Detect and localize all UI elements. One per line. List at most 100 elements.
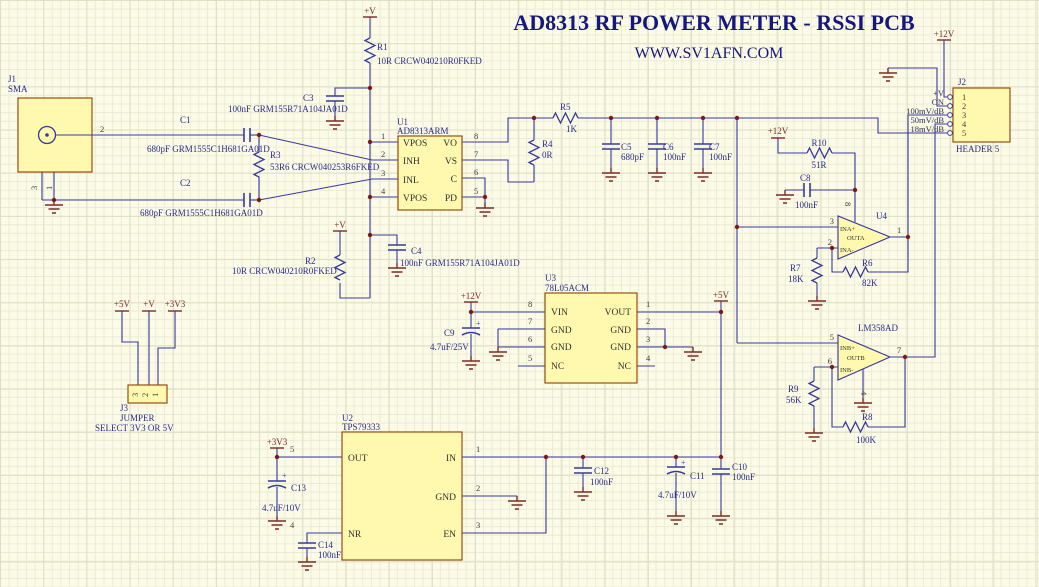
j1-pin1-num: 1 [44, 186, 54, 190]
net-50mv: 50mV/dB [910, 115, 944, 125]
u1-pn-c: C [451, 175, 457, 185]
u2-pn-nr: NR [348, 530, 362, 540]
resistor-r3 [253, 151, 265, 178]
u1-ref: U1 [397, 117, 408, 127]
j2-header-body [952, 87, 1011, 143]
u3-num-7: 7 [528, 316, 532, 326]
r6-ref: R6 [862, 258, 873, 268]
u3-body [544, 292, 638, 384]
c9-ref: C9 [444, 328, 455, 338]
j2-num-1: 1 [962, 92, 966, 102]
junction-dots [51, 85, 911, 460]
u1-num-7: 7 [474, 149, 478, 159]
resistor-r7 [811, 257, 823, 284]
gnd-c14 [297, 556, 317, 571]
u2-pn-gnd: GND [435, 493, 456, 503]
u4-num-2: 2 [828, 237, 832, 247]
c3-val: 100nF GRM155R71A104JA01D [228, 104, 348, 114]
u2-pn-in: IN [446, 454, 456, 464]
u1-num-6: 6 [474, 167, 478, 177]
u1-num-4: 4 [381, 186, 386, 196]
u4-outa: OUTA [847, 235, 865, 242]
u4-ref: U4 [876, 211, 887, 221]
lm358-part: LM358AD [858, 323, 898, 333]
pwr-5v-j3: +5V [114, 299, 131, 309]
u3-num-8: 8 [528, 299, 532, 309]
net-18mv: 18mV/dB [910, 124, 944, 134]
gnd-u2 [507, 495, 527, 510]
j2-ref: J2 [958, 77, 966, 87]
r8-val: 100K [856, 435, 877, 445]
c2-val: 680pF GRM1555C1H681GA01D [140, 208, 263, 218]
r5-ref: R5 [560, 102, 571, 112]
r2-val: 10R CRCW040210R0FKED [232, 266, 337, 276]
pwr-12v-j2: +12V [934, 29, 955, 39]
j3-num-1: 1 [150, 393, 160, 397]
j1-pin2-num: 2 [100, 124, 104, 134]
r3-val: 53R6 CRCW040253R6FKED [270, 162, 380, 172]
u4b-outb: OUTB [847, 355, 865, 362]
j2-pin4-circle [947, 121, 953, 127]
c10-val: 100nF [732, 472, 755, 482]
j1-ref: J1 [8, 74, 16, 84]
j2-pin3-circle [947, 112, 953, 118]
j3-ref: J3 [120, 403, 129, 413]
c12-ref: C12 [594, 466, 609, 476]
gnd-c3 [325, 115, 345, 130]
u4b-inb-n: INB- [840, 367, 853, 374]
page-subtitle: WWW.SV1AFN.COM [635, 45, 784, 62]
u4-num-1: 1 [897, 225, 901, 235]
net-100mv: 100mV/dB [906, 106, 944, 116]
c6-ref: C6 [663, 142, 674, 152]
pwr-12v-u3: +12V [461, 291, 482, 301]
u1-num-8: 8 [474, 131, 478, 141]
c13-val: 4.7uF/10V [262, 503, 301, 513]
pwr-v-r2: +V [334, 220, 346, 230]
u2-pn-out: OUT [348, 454, 368, 464]
c11-val: 4.7uF/10V [658, 490, 697, 500]
u4b-num-7: 7 [897, 345, 901, 355]
r3-ref: R3 [270, 150, 281, 160]
u2-num-2: 2 [476, 483, 480, 493]
capacitor-c14 [297, 542, 317, 549]
resistor-r8 [842, 421, 869, 433]
u1-pn-vpos2: VPOS [403, 194, 427, 204]
u1-part: AD8313ARM [397, 126, 449, 136]
j1-type: SMA [8, 84, 28, 94]
u3-pn-gnd7: GND [551, 326, 572, 336]
net-pv: +V [933, 88, 945, 98]
u3-num-2: 2 [646, 316, 650, 326]
gnd-c5 [601, 167, 621, 182]
gnd-c7 [693, 167, 713, 182]
j2-num-2: 2 [962, 101, 966, 111]
u3-pn-gnd6: GND [551, 343, 572, 353]
c5-ref: C5 [621, 142, 632, 152]
r4-ref: R4 [542, 139, 553, 149]
c1-val: 680pF GRM1555C1H681GA01D [147, 144, 270, 154]
r6-val: 82K [862, 278, 878, 288]
r8-ref: R8 [862, 412, 873, 422]
capacitor-c10 [711, 468, 731, 475]
u2-pn-en: EN [443, 530, 456, 540]
u1-pn-vs: VS [445, 157, 457, 167]
gnd-c12 [573, 486, 593, 501]
r9-val: 56K [786, 395, 802, 405]
u4-num-8: 8 [843, 202, 853, 206]
u1-pn-inl: INL [403, 176, 419, 186]
u3-part: 78L05ACM [545, 283, 589, 293]
capacitor-c12 [573, 467, 593, 474]
c14-ref: C14 [318, 540, 334, 550]
r9-ref: R9 [788, 384, 799, 394]
pwr-3v3-j3: +3V3 [165, 299, 186, 309]
j2-pin5-circle [947, 130, 953, 136]
u4-num-3: 3 [830, 216, 834, 226]
u4b-num-4: 4 [859, 391, 869, 396]
u2-num-3: 3 [476, 520, 480, 530]
pwr-5v-u3: +5V [713, 290, 730, 300]
u1-num-1: 1 [381, 131, 385, 141]
j3-label: JUMPER [120, 413, 155, 423]
c9-val: 4.7uF/25V [430, 342, 469, 352]
u3-num-4: 4 [646, 353, 651, 363]
j2-num-3: 3 [962, 110, 966, 120]
